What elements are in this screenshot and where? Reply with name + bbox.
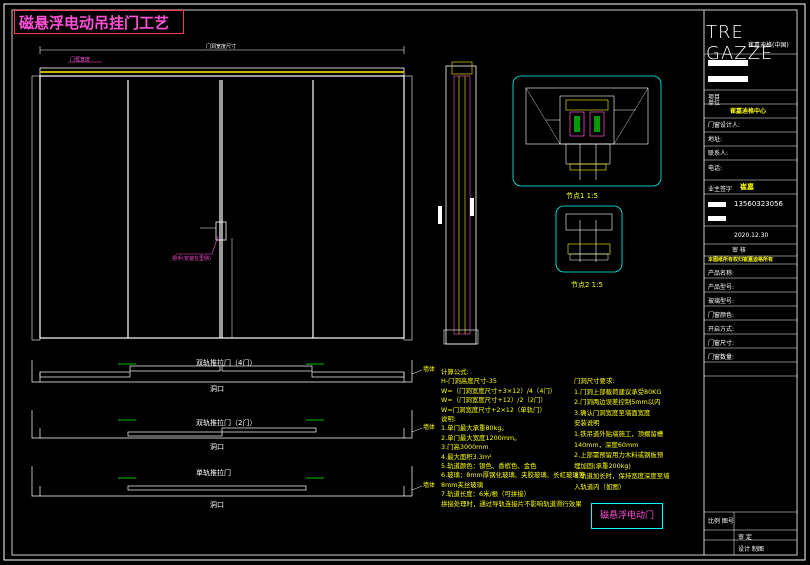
plan-arrows (118, 363, 324, 479)
tb-owner-label: 业主签字 (708, 186, 733, 193)
tb-address-label: 地址: (708, 136, 723, 143)
wall-left (31, 75, 41, 341)
plan-2-opening: 洞口 (210, 443, 224, 451)
tb-approve-label: 审 核 (732, 247, 746, 254)
tb-unit-value: 崔嘉迪格中心 (730, 108, 767, 115)
tb-phone-label: 电话: (708, 165, 723, 172)
node-2-label: 节点2 1:5 (571, 281, 603, 289)
tb-date: 2020.12.30 (734, 232, 769, 239)
tb-field-0: 产品名称: (708, 270, 735, 277)
tb-field-2: 玻璃型号: (708, 298, 735, 305)
tb-field-3: 门窗颜色: (708, 312, 735, 319)
plan-1-side: 墙体 (423, 366, 436, 373)
brand-logo: TRE GAZZE (706, 22, 774, 64)
tb-field-4: 开启方式: (708, 326, 735, 333)
plan-3 (31, 466, 413, 497)
tb-unit-label: 单位 (708, 100, 721, 107)
plan-2-label: 双轨推拉门（2门） (196, 419, 257, 427)
title-block (704, 53, 797, 555)
node-1-detail (512, 75, 662, 187)
plan-3-opening: 洞口 (210, 501, 224, 509)
tb-field-5: 门窗尺寸: (708, 340, 735, 347)
plan-3-side: 墙体 (423, 482, 436, 489)
door-handle (215, 221, 227, 241)
tb-field-6: 门窗数量: (708, 354, 735, 361)
plan-1-label: 双轨推拉门（4门） (196, 359, 257, 367)
tb-field-1: 产品型号: (708, 284, 735, 291)
tb-project-label: 项目 (708, 94, 721, 101)
wall-right (403, 75, 413, 341)
maglev-door-label: 磁悬浮电动门 (591, 503, 663, 529)
plan-3-label: 单轨推拉门 (196, 469, 231, 477)
outer-frame (3, 3, 806, 561)
tb-bottom-0: 比例 图号 (708, 518, 734, 525)
tb-code: 13560323056 (734, 200, 783, 208)
tb-owner-value: 崔嘉 (740, 183, 754, 191)
inner-frame (11, 9, 798, 556)
node-1-label: 节点1 1:5 (566, 192, 598, 200)
tb-bottom-2: 设计 制图 (738, 546, 764, 553)
tb-note: 本图纸所有权归崔嘉迪格所有 (708, 257, 774, 263)
side-section (438, 61, 479, 345)
frame-width-tag: 门框宽度 (70, 57, 91, 63)
drawing-title: 磁悬浮电动吊挂门工艺 (14, 10, 184, 34)
handle-label: 把手(安装在里侧) (172, 256, 211, 262)
plan-1 (31, 360, 413, 383)
tb-designer-label: 门窗设计人: (708, 122, 741, 129)
brand-subtitle: 崔嘉迪格(中国) (748, 42, 789, 49)
node-2-detail (555, 205, 623, 273)
plan-1-opening: 洞口 (210, 385, 224, 393)
width-dimension-label: 门洞宽度尺寸 (206, 44, 237, 50)
door-elevation (31, 46, 413, 341)
wall-leaders (411, 369, 423, 491)
tb-contact-label: 联系人: (708, 150, 729, 157)
tb-bottom-1: 审 定 (738, 534, 752, 541)
plan-2-side: 墙体 (423, 424, 436, 431)
plan-2 (31, 410, 413, 439)
